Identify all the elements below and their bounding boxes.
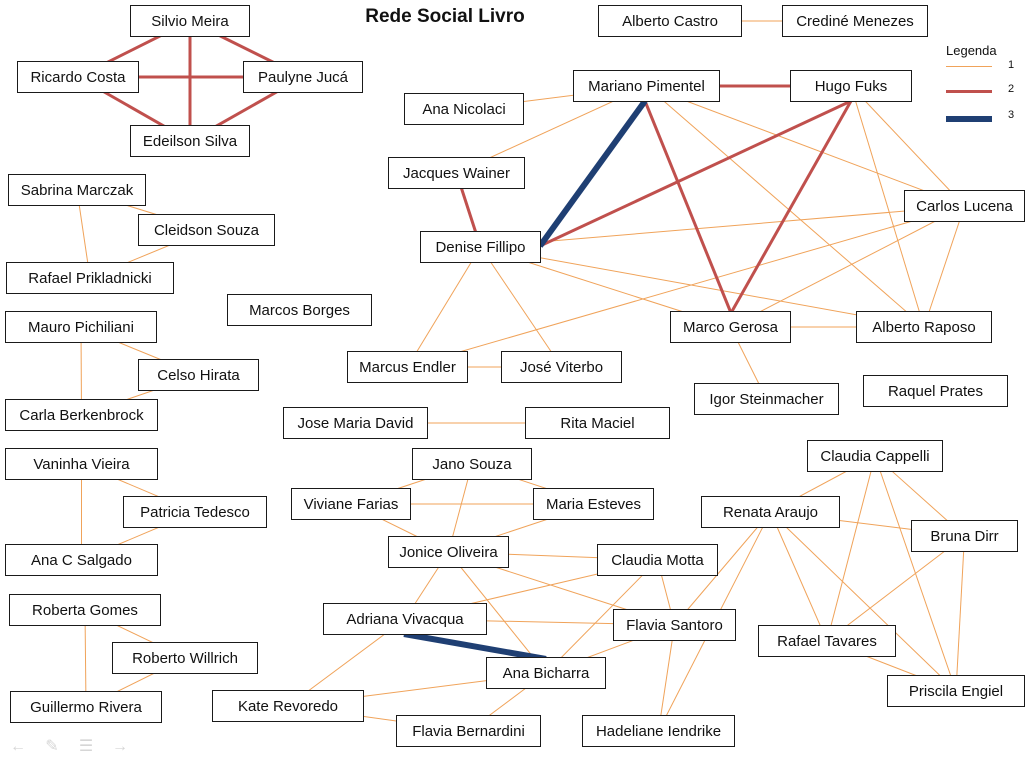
node-raquel: Raquel Prates — [863, 375, 1008, 407]
arrow-right-icon[interactable]: → — [112, 738, 128, 755]
node-rita: Rita Maciel — [525, 407, 670, 439]
edge-mariano-marco_g — [643, 100, 733, 314]
edge-mariano-carlos — [646, 85, 965, 207]
node-carlos: Carlos Lucena — [904, 190, 1025, 222]
node-alberto-r: Alberto Raposo — [856, 311, 992, 343]
edge-renata-priscila — [770, 511, 957, 692]
edge-hugo-carlos — [850, 85, 965, 207]
node-flavia-b: Flavia Bernardini — [396, 715, 541, 747]
edge-hugo-denise — [539, 99, 852, 248]
edge-flavia_s-hadeliane — [658, 624, 675, 732]
edge-hugo-marco_g — [729, 100, 853, 314]
node-edeilson: Edeilson Silva — [130, 125, 250, 157]
node-patricia: Patricia Tedesco — [123, 496, 267, 528]
edge-roberta-guillermo — [84, 609, 87, 708]
node-cleidson: Cleidson Souza — [138, 214, 275, 246]
edge-hugo-alberto_r — [850, 85, 925, 328]
edge-adriana-ana_b — [403, 631, 547, 662]
node-marcos-b: Marcos Borges — [227, 294, 372, 326]
node-mariano: Mariano Pimentel — [573, 70, 720, 102]
node-claudia-c: Claudia Cappelli — [807, 440, 943, 472]
edge-mariano-alberto_r — [646, 85, 925, 328]
node-claudia-m: Claudia Motta — [597, 544, 718, 576]
menu-icon[interactable]: ☰ — [78, 738, 94, 755]
node-celso: Celso Hirata — [138, 359, 259, 391]
node-renata: Renata Araujo — [701, 496, 840, 528]
node-paulyne: Paulyne Jucá — [243, 61, 363, 93]
node-jacques: Jacques Wainer — [388, 157, 525, 189]
node-roberto: Roberto Willrich — [112, 642, 258, 674]
node-roberta: Roberta Gomes — [9, 594, 161, 626]
node-kate: Kate Revoredo — [212, 690, 364, 722]
node-marcus: Marcus Endler — [347, 351, 468, 383]
node-jose-v: José Viterbo — [501, 351, 622, 383]
node-denise: Denise Fillipo — [420, 231, 541, 263]
legend-line-3 — [946, 116, 992, 122]
node-rafael-p: Rafael Prikladnicki — [6, 262, 174, 294]
pen-icon[interactable]: ✎ — [45, 738, 59, 755]
node-priscila: Priscila Engiel — [887, 675, 1025, 707]
edge-carlos-alberto_r — [923, 205, 965, 328]
slide-nav: ← ✎ ☰ → — [8, 738, 130, 756]
node-mauro: Mauro Pichiliani — [5, 311, 157, 343]
node-hugo: Hugo Fuks — [790, 70, 912, 102]
edge-claudia_c-rafael_t — [826, 455, 876, 642]
edge-mariano-denise — [537, 99, 648, 248]
edge-denise-marcus — [407, 246, 481, 368]
edge-marcus-carlos — [407, 205, 965, 368]
node-ana-n: Ana Nicolaci — [404, 93, 524, 125]
arrow-left-icon[interactable]: ← — [10, 738, 26, 755]
node-ana-b: Ana Bicharra — [486, 657, 606, 689]
node-silvio: Silvio Meira — [130, 5, 250, 37]
edge-jonice-ana_b — [448, 551, 547, 674]
node-jano: Jano Souza — [412, 448, 532, 480]
node-flavia-s: Flavia Santoro — [613, 609, 736, 641]
legend-line-2 — [946, 90, 992, 93]
node-marco-g: Marco Gerosa — [670, 311, 791, 343]
edge-bruna-rafael_t — [826, 535, 965, 642]
node-rafael-t: Rafael Tavares — [758, 625, 896, 657]
edge-bruna-priscila — [955, 535, 965, 692]
edge-ana_b-claudia_m — [545, 559, 658, 674]
node-alberto-c: Alberto Castro — [598, 5, 742, 37]
legend-label-3: 3 — [1008, 109, 1015, 121]
node-guillermo: Guillermo Rivera — [10, 691, 162, 723]
node-ana-s: Ana C Salgado — [5, 544, 158, 576]
legend-label-2: 2 — [1008, 83, 1015, 95]
node-viviane: Viviane Farias — [291, 488, 411, 520]
node-bruna: Bruna Dirr — [911, 520, 1018, 552]
legend-line-1 — [946, 66, 992, 67]
edge-renata-rafael_t — [770, 511, 828, 642]
node-carla: Carla Berkenbrock — [5, 399, 158, 431]
edge-flavia_s-renata — [674, 511, 771, 626]
node-igor: Igor Steinmacher — [694, 383, 839, 415]
node-jonice: Jonice Oliveira — [388, 536, 509, 568]
edge-marco_g-carlos — [730, 205, 965, 328]
edge-denise-alberto_r — [480, 246, 925, 328]
diagram-title: Rede Social Livro — [365, 6, 525, 27]
legend-label-1: 1 — [1008, 59, 1015, 71]
node-vaninha: Vaninha Vieira — [5, 448, 158, 480]
node-ricardo: Ricardo Costa — [17, 61, 139, 93]
node-jose-md: Jose Maria David — [283, 407, 428, 439]
node-maria-e: Maria Esteves — [533, 488, 654, 520]
node-sabrina: Sabrina Marczak — [8, 174, 146, 206]
node-hadeliane: Hadeliane Iendrike — [582, 715, 735, 747]
edge-denise-carlos — [480, 205, 965, 248]
edge-denise-jose_v — [480, 246, 562, 368]
node-adriana: Adriana Vivacqua — [323, 603, 487, 635]
node-credine: Crediné Menezes — [782, 5, 928, 37]
legend-title: Legenda — [946, 43, 997, 58]
